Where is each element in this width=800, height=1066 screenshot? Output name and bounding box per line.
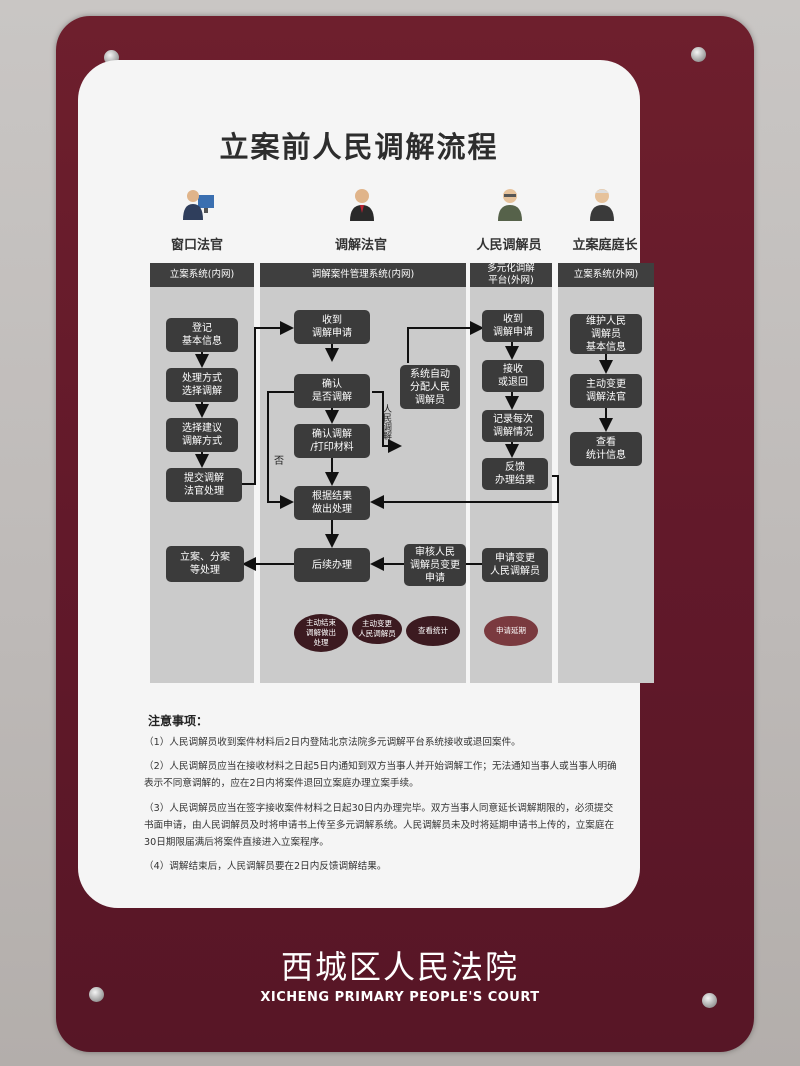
flowchart-panel: 立案前人民调解流程 窗口法官 调解法官 人民调解员 立案庭庭长 立案系统(内网)… — [78, 60, 654, 908]
arrow-feedback-to-result — [370, 475, 559, 509]
note-item-3: （3）人民调解员应当在签字接收案件材料之日起30日内办理完毕。双方当事人同意延长… — [144, 803, 615, 848]
node-active-change: 主动变更 调解法官 — [570, 374, 642, 408]
node-auto-assign: 系统自动 分配人民 调解员 — [400, 365, 460, 409]
note-item-4: （4）调解结束后，人民调解员要在2日内反馈调解结果。 — [144, 861, 387, 872]
node-choose-method: 处理方式 选择调解 — [166, 368, 238, 402]
node-apply-change: 申请变更 人民调解员 — [482, 548, 548, 582]
court-name-english: XICHENG PRIMARY PEOPLE'S COURT — [260, 990, 540, 1005]
node-confirm-print: 确认调解 /打印材料 — [294, 424, 370, 458]
people-mediator-person-icon — [498, 189, 522, 221]
role-chief-judge: 立案庭庭长 — [572, 238, 638, 253]
node-maintain-info: 维护人民 调解员 基本信息 — [570, 314, 642, 354]
arrow-assign-to-mediator-receive — [407, 321, 484, 363]
role-people-mediator: 人民调解员 — [476, 238, 542, 253]
note-item-2: （2）人民调解员应当在接收材料之日起5日内通知到双方当事人并开始调解工作；无法通… — [144, 761, 617, 789]
node-feedback: 反馈 办理结果 — [482, 458, 548, 490]
arrow-confirm-no-to-result — [267, 391, 294, 509]
screw-bottom-left — [89, 987, 104, 1002]
notes-title: 注意事项： — [148, 714, 209, 728]
role-window-judge: 窗口法官 — [170, 238, 223, 253]
node-register-info: 登记 基本信息 — [166, 318, 238, 352]
flow-arrows — [195, 321, 613, 571]
node-confirm-mediate: 确认 是否调解 — [294, 374, 370, 408]
column-header-filing-extranet: 立案系统(外网) — [558, 263, 654, 287]
node-receive-application: 收到 调解申请 — [294, 310, 370, 344]
node-record-each: 记录每次 调解情况 — [482, 410, 544, 442]
note-item-1: （1）人民调解员收到案件材料后2日内登陆北京法院多元调解平台系统接收或退回案件。 — [144, 737, 521, 748]
court-name-chinese: 西城区人民法院 — [280, 948, 519, 986]
node-suggest-method: 选择建议 调解方式 — [166, 418, 238, 452]
node-mediator-receive: 收到 调解申请 — [482, 310, 544, 342]
node-by-result: 根据结果 做出处理 — [294, 486, 370, 520]
screw-top-right — [691, 47, 706, 62]
mediation-judge-person-icon — [350, 189, 374, 221]
node-accept-return: 接收 或退回 — [482, 360, 544, 392]
edge-label-no: 否 — [274, 456, 284, 467]
role-mediation-judge: 调解法官 — [334, 238, 387, 253]
node-review-change: 审核人民 调解员变更 申请 — [404, 544, 466, 586]
node-view-stats: 查看 统计信息 — [570, 432, 642, 466]
oval-active-end: 主动结束 调解做出 处理 — [294, 614, 348, 652]
column-header-mediation-system: 调解案件管理系统(内网) — [260, 263, 466, 287]
screw-bottom-right — [702, 993, 717, 1008]
node-file-case: 立案、分案 等处理 — [166, 546, 244, 582]
oval-active-change-mediator: 主动变更 人民调解员 — [352, 614, 402, 644]
arrow-confirm-to-assign — [372, 391, 402, 453]
node-follow-up: 后续办理 — [294, 548, 370, 582]
edge-label-people-mediate: 人民调解 — [381, 404, 391, 440]
node-submit-judge: 提交调解 法官处理 — [166, 468, 242, 502]
window-judge-person-icon — [183, 190, 214, 220]
oval-apply-extend: 申请延期 — [484, 616, 538, 646]
column-header-diversified-platform: 多元化调解 平台(外网) — [470, 263, 552, 287]
column-header-filing-intranet: 立案系统(内网) — [150, 263, 254, 287]
arrow-submit-to-receive — [242, 321, 294, 485]
page-title: 立案前人民调解流程 — [219, 130, 499, 164]
chief-judge-person-icon — [590, 189, 614, 221]
oval-check-stats: 查看统计 — [406, 616, 460, 646]
